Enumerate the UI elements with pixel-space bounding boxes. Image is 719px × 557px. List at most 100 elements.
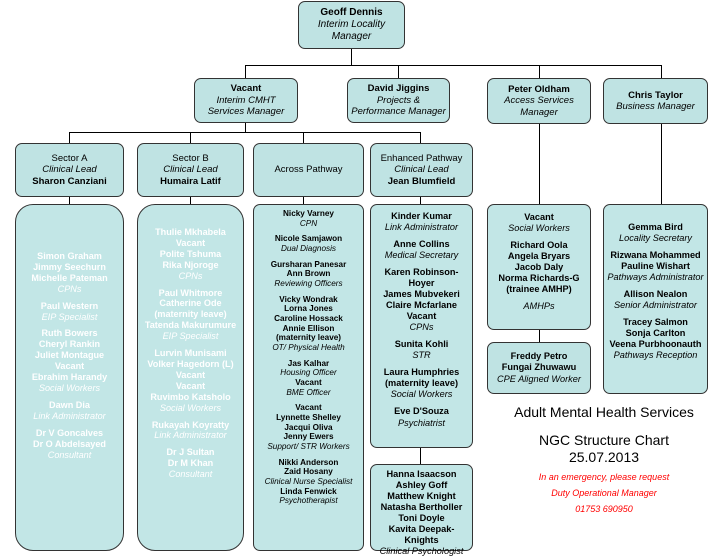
role-label: Consultant (168, 469, 213, 480)
role-label: Medical Secretary (384, 250, 459, 261)
person-name: Vacant (295, 403, 322, 413)
team-title: Enhanced Pathway (380, 152, 463, 164)
person-name: Tatenda Makurumure (144, 320, 237, 331)
person-name: Vacant (524, 212, 554, 222)
role-label: EIP Specialist (41, 311, 98, 322)
person-name: Freddy Petro (510, 351, 568, 362)
connector (539, 65, 540, 78)
role-label: Access Services Manager (504, 95, 574, 118)
role-label: Link Administrator (154, 430, 227, 441)
role-label: Link Administrator (384, 222, 459, 233)
connector (420, 132, 421, 143)
duty-manager-note: Duty Operational Manager (551, 487, 657, 498)
person-name: Lynnette Shelley (276, 413, 341, 423)
person-name: Rukayah Koyratty (151, 419, 230, 430)
person-name: (maternity leave) (154, 309, 227, 320)
person-name: Michelle Pateman (31, 272, 108, 283)
role-label: STR (412, 350, 431, 361)
role-label: CPNs (409, 322, 434, 333)
person-name: Vacant (230, 83, 262, 95)
person-name: Kavita Deepak-Knights (388, 524, 455, 546)
person-name: Ann Brown (286, 269, 331, 279)
access-services-staff: Vacant Social Workers Richard Oola Angel… (487, 204, 591, 330)
person-name: Gemma Bird (628, 222, 683, 232)
person-name: Vacant (406, 311, 437, 322)
role-label: Consultant (47, 449, 92, 460)
person-name: Vicky Wondrak (279, 294, 338, 304)
person-name: Peter Oldham (508, 83, 570, 95)
person-name: Vacant (295, 378, 322, 388)
team-title: Sector B (172, 152, 209, 164)
role-label: Support/ STR Workers (267, 442, 350, 452)
enhanced-pathway-staff: Kinder Kumar Link Administrator Anne Col… (370, 204, 473, 448)
person-name: Gursharan Panesar (270, 259, 347, 269)
person-name: Cheryl Rankin (38, 339, 101, 350)
person-name: Nicole Samjawon (274, 234, 343, 244)
person-name: Annie Ellison (282, 323, 335, 333)
team-lead: Sharon Canziani (32, 175, 107, 187)
person-name: Dr O Abdelsayed (33, 438, 106, 449)
enhanced-pathway-header: Enhanced Pathway Clinical Lead Jean Blum… (370, 143, 473, 197)
person-name: Polite Tshuma (159, 248, 222, 259)
person-name: (maternity leave) (384, 378, 459, 389)
chart-title-block: Adult Mental Health Services NGC Structu… (488, 404, 719, 514)
person-name: Rika Njoroge (162, 259, 219, 270)
person-name: Dr M Khan (167, 458, 214, 469)
person-name: Anne Collins (393, 239, 450, 250)
person-name: Dr J Sultan (166, 447, 215, 458)
role-label: CPE Aligned Worker (497, 373, 581, 384)
connector (661, 124, 662, 204)
person-name: Vacant (175, 380, 206, 391)
person-name: Nicky Varney (283, 209, 334, 218)
person-name: David Jiggins (367, 83, 430, 95)
role-label: AMHPs (523, 301, 555, 312)
person-name: James Mubvekeri (383, 289, 460, 300)
person-name: Pauline Wishart (621, 261, 690, 272)
role-label: CPNs (57, 283, 82, 294)
person-name: Karen Robinson-Hoyer (384, 267, 459, 289)
person-name: Caroline Hossack (274, 314, 343, 324)
connector (303, 197, 304, 204)
person-name: Vacant (175, 237, 206, 248)
sector-b-staff: Thulie Mkhabela Vacant Polite Tshuma Rik… (137, 204, 244, 551)
person-name: Nikki Anderson (278, 457, 339, 467)
cmht-manager-box: Vacant Interim CMHT Services Manager (194, 78, 298, 123)
connector (245, 65, 246, 78)
person-name: Jacqui Oliva (284, 422, 333, 432)
person-name: Rizwana Mohammed (610, 250, 701, 261)
connector (245, 65, 662, 66)
person-name: Jimmy Seechurn (33, 261, 106, 272)
person-name: Allison Nealon (623, 289, 688, 300)
person-name: Richard Oola (510, 240, 568, 251)
person-name: Kinder Kumar (391, 211, 452, 221)
person-name: Jenny Ewers (283, 432, 334, 442)
role-label: Social Workers (390, 389, 453, 400)
connector (245, 122, 246, 132)
team-lead: Jean Blumfield (387, 175, 456, 187)
access-manager-box: Peter Oldham Access Services Manager (487, 78, 591, 124)
projects-manager-box: David Jiggins Projects & Performance Man… (347, 78, 450, 123)
person-name: Toni Doyle (398, 513, 445, 524)
role-label: Psychotherapist (279, 496, 338, 506)
role-label: Psychiatrist (398, 417, 445, 428)
person-name: Natasha Bertholler (380, 502, 463, 513)
person-name: Zaid Hosany (284, 467, 333, 477)
person-name: Laura Humphries (383, 367, 460, 378)
role-label: Senior Administrator (614, 300, 697, 311)
role-label: Interim Locality Manager (317, 19, 386, 42)
role-label: CPNs (178, 270, 203, 281)
connector (69, 197, 70, 204)
emergency-note: In an emergency, please request (538, 471, 670, 482)
service-title: Adult Mental Health Services (514, 404, 694, 420)
connector (303, 132, 304, 143)
person-name: Claire Mcfarlane (386, 300, 457, 311)
person-name: Ruvimbo Katsholo (150, 391, 231, 402)
person-name: Norma Richards-G (498, 273, 580, 284)
role-label: BME Officer (286, 387, 331, 397)
person-name: Veena Purbhoonauth (609, 339, 702, 350)
team-subtitle: Clinical Lead (394, 164, 449, 176)
role-label: Pathways Reception (613, 350, 698, 361)
person-name: Ebrahim Harandy (31, 372, 108, 383)
sector-b-header: Sector B Clinical Lead Humaira Latif (137, 143, 244, 197)
person-name: Hanna Isaacson (386, 469, 457, 479)
